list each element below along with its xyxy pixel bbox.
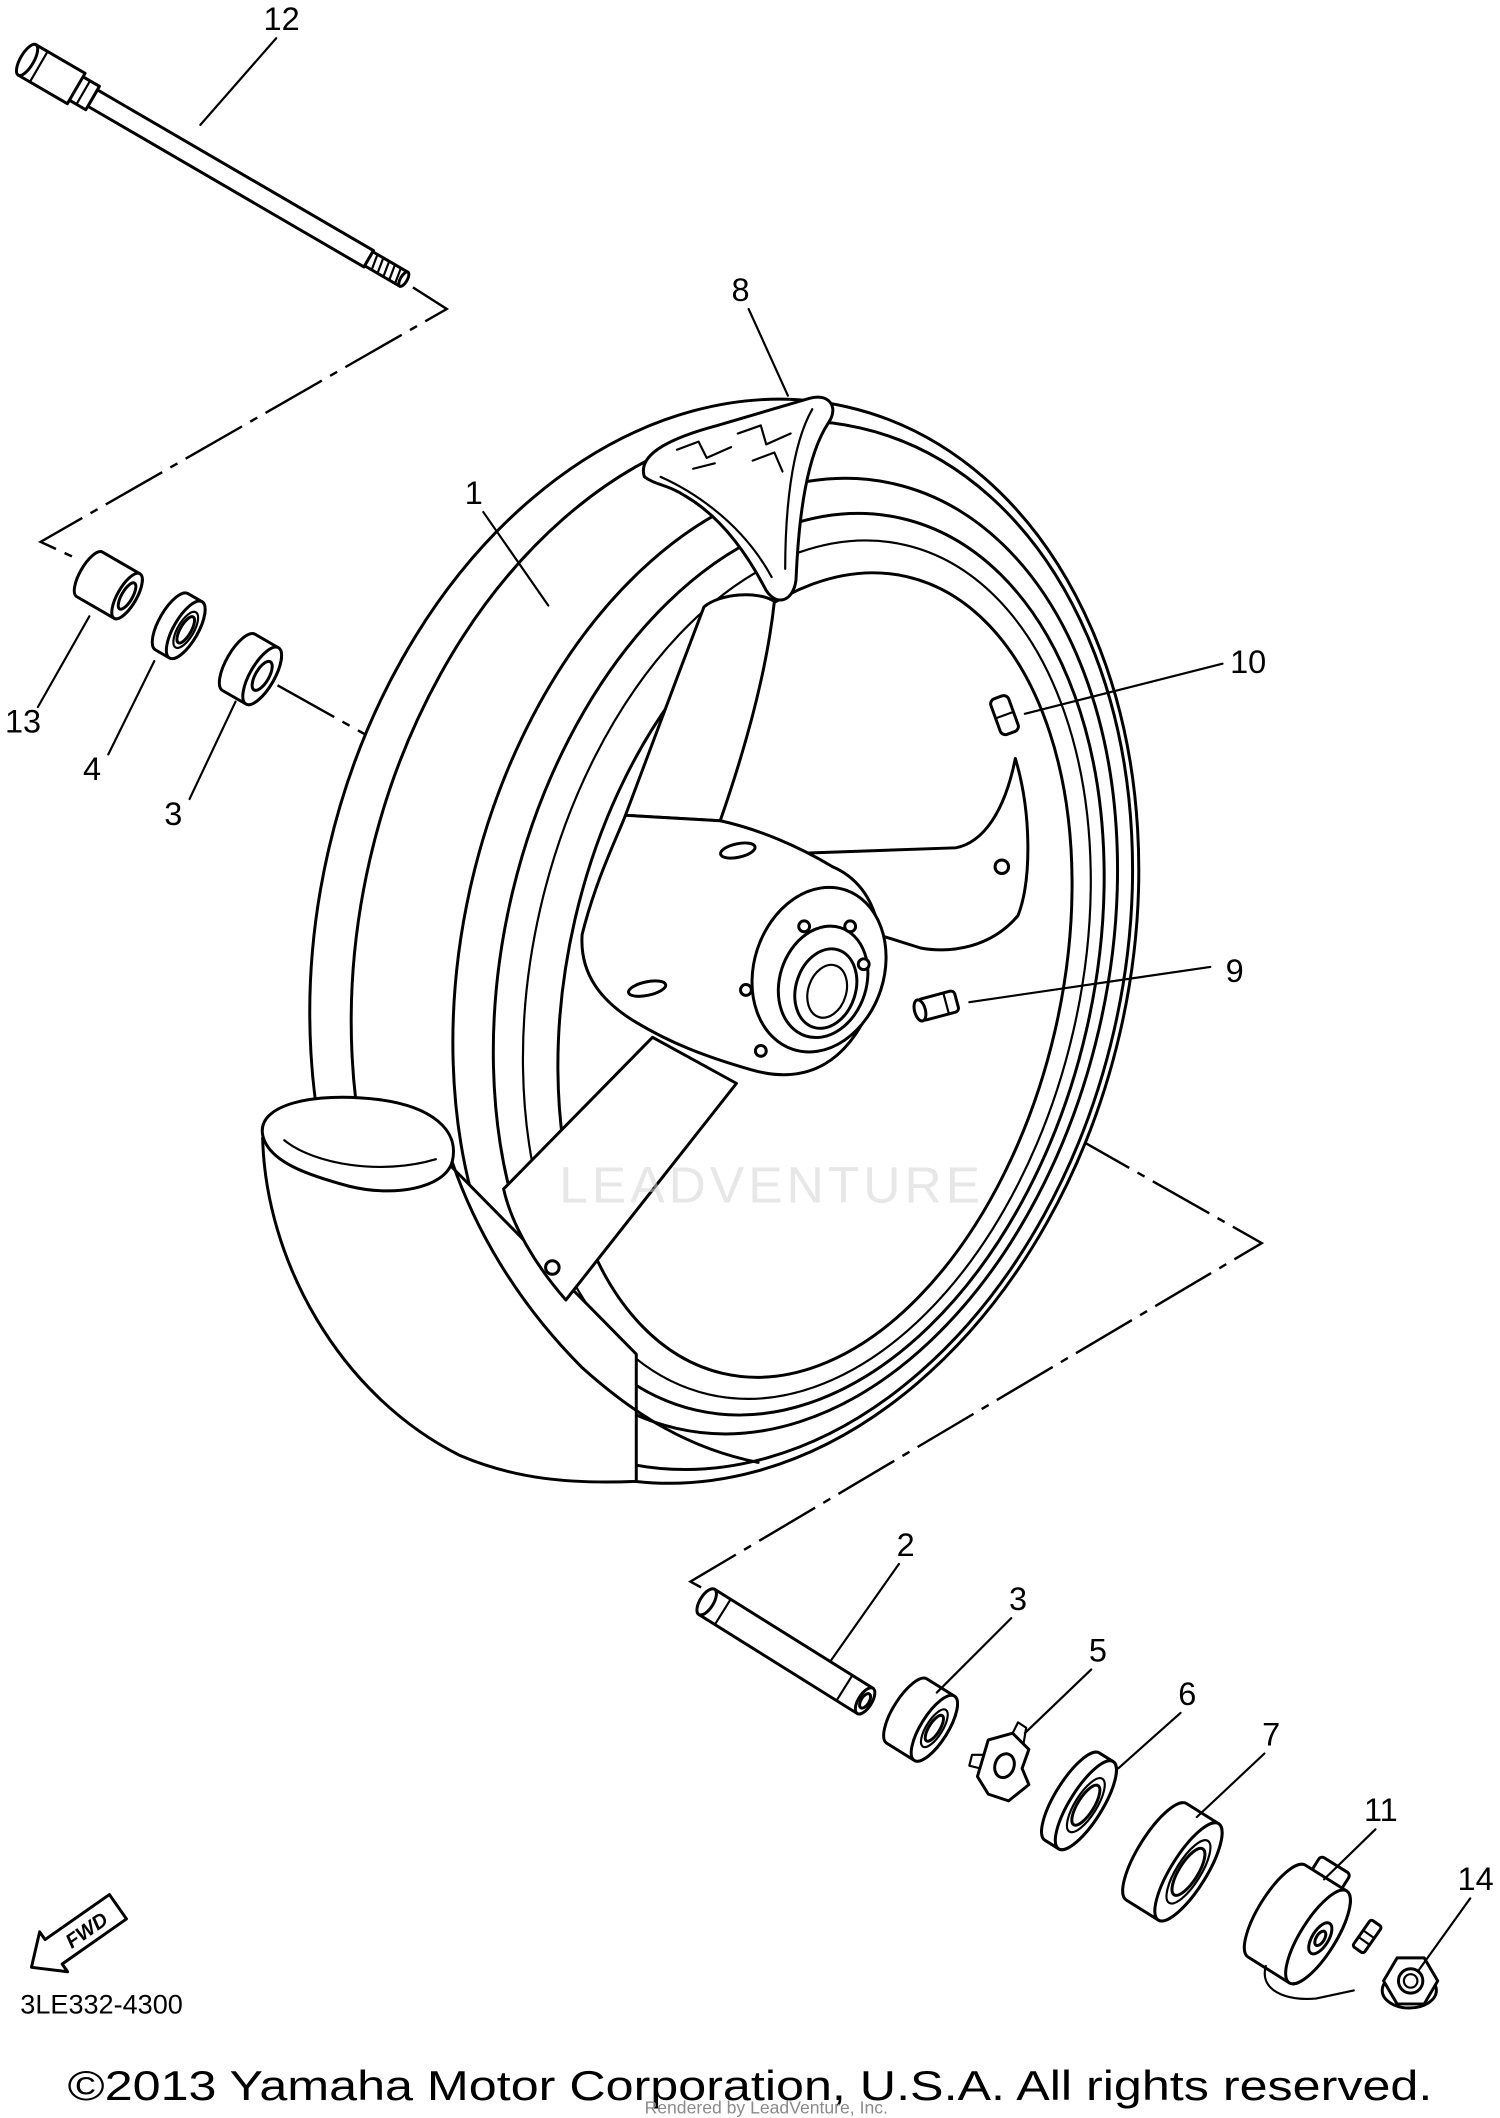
leader-line-2 xyxy=(830,1562,900,1662)
callout-1: 1 xyxy=(465,475,483,511)
collar xyxy=(72,550,144,621)
callout-3-right: 3 xyxy=(1009,1581,1027,1617)
leader-line-13 xyxy=(36,615,91,709)
callout-3-left: 3 xyxy=(164,796,182,832)
callout-10: 10 xyxy=(1230,644,1266,680)
leader-line-4 xyxy=(107,659,156,756)
leader-line-3-left xyxy=(188,700,237,801)
leader-lines xyxy=(36,37,1472,1972)
callout-labels: 12 8 1 10 13 4 3 9 2 3 5 6 7 11 14 xyxy=(5,1,1494,1897)
callout-6: 6 xyxy=(1178,1676,1196,1712)
leader-line-11 xyxy=(1322,1828,1377,1881)
copyright-notice: ©2013 Yamaha Motor Corporation, U.S.A. A… xyxy=(68,2062,1433,2109)
spoke-slot xyxy=(719,841,757,860)
assembly-line-axle xyxy=(37,286,450,561)
watermark-text: LEADVENTURE xyxy=(559,1156,984,1214)
callout-7: 7 xyxy=(1262,1716,1280,1752)
meter-clutch xyxy=(968,1721,1031,1803)
oil-seal-right xyxy=(1040,1750,1118,1852)
leader-line-12 xyxy=(199,37,278,126)
leader-line-5 xyxy=(1023,1668,1093,1735)
cast-wheel-assembly xyxy=(260,395,1141,1485)
leader-line-7 xyxy=(1195,1752,1266,1819)
balance-weight xyxy=(989,694,1020,737)
wheel-hub xyxy=(739,885,888,1058)
speedometer-gear-unit xyxy=(1242,1855,1383,2001)
callout-2: 2 xyxy=(897,1527,915,1563)
leader-line-10 xyxy=(1023,662,1224,715)
leader-line-3-right xyxy=(935,1617,1013,1694)
render-credit: Rendered by LeadVenture, Inc. xyxy=(645,2098,888,2118)
tire-section-bottom xyxy=(260,1095,760,1484)
callout-14: 14 xyxy=(1458,1861,1494,1897)
rim-inner xyxy=(556,571,1074,1379)
rim-hole xyxy=(993,858,1011,876)
forward-direction-arrow: FWD xyxy=(29,1893,128,1974)
callout-9: 9 xyxy=(1226,953,1244,989)
spoke-slot xyxy=(627,979,668,998)
spacer xyxy=(695,1587,877,1716)
leader-line-6 xyxy=(1117,1711,1182,1770)
leader-line-9 xyxy=(968,965,1212,1004)
leader-line-14 xyxy=(1417,1897,1472,1972)
callout-4: 4 xyxy=(83,751,101,787)
tire-bead xyxy=(451,476,1120,1436)
diagram-code: 3LE332-4300 xyxy=(20,1988,183,2019)
oil-seal-left xyxy=(150,591,207,661)
tire-valve xyxy=(912,989,960,1023)
spoke-lower xyxy=(502,1035,738,1302)
rim-flange xyxy=(491,511,1106,1417)
rim-edge xyxy=(521,539,1092,1400)
leader-line-1 xyxy=(482,510,550,607)
axle-shaft xyxy=(14,42,411,288)
bearing-7 xyxy=(1121,1801,1224,1923)
axle-nut xyxy=(1380,1956,1440,2010)
tire-section-top xyxy=(641,395,835,602)
callout-11: 11 xyxy=(1364,1792,1398,1828)
spoke-upper xyxy=(623,593,776,823)
callout-13: 13 xyxy=(5,704,41,740)
callout-5: 5 xyxy=(1089,1632,1107,1668)
rim-hole xyxy=(544,1259,561,1276)
callout-8: 8 xyxy=(731,272,749,308)
bearing-left xyxy=(217,632,284,707)
callout-12: 12 xyxy=(264,1,300,37)
bearing-right xyxy=(882,1676,959,1763)
leader-line-8 xyxy=(747,307,789,397)
